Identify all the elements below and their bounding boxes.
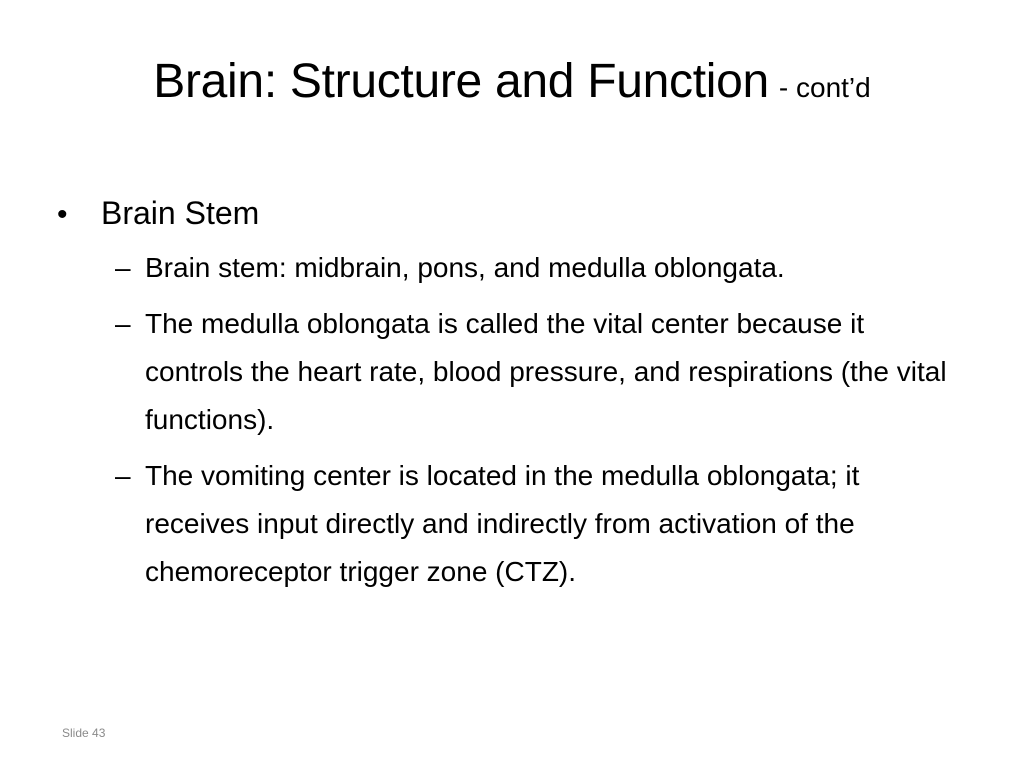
sub-bullet-marker: – (115, 252, 131, 283)
sub-bullet-item: – Brain stem: midbrain, pons, and medull… (115, 244, 967, 292)
sub-bullet-marker: – (115, 460, 131, 491)
slide-title: Brain: Structure and Function - cont’d (0, 58, 1024, 106)
slide-number: Slide 43 (62, 726, 106, 740)
bullet-marker: • (57, 198, 68, 231)
sub-bullet-text: The vomiting center is located in the me… (145, 460, 860, 587)
sub-bullet-item: – The vomiting center is located in the … (115, 452, 967, 596)
sub-bullet-marker: – (115, 308, 131, 339)
sub-bullet-item: – The medulla oblongata is called the vi… (115, 300, 967, 444)
title-suffix: - cont’d (778, 72, 871, 103)
title-main: Brain: Structure and Function (153, 55, 769, 108)
bullet-text: Brain Stem (101, 195, 260, 231)
sub-bullet-list: – Brain stem: midbrain, pons, and medull… (115, 244, 967, 596)
slide-body: • Brain Stem – Brain stem: midbrain, pon… (57, 192, 967, 604)
bullet-item: • Brain Stem (57, 192, 967, 236)
sub-bullet-text: The medulla oblongata is called the vita… (145, 308, 947, 435)
sub-bullet-text: Brain stem: midbrain, pons, and medulla … (145, 252, 785, 283)
